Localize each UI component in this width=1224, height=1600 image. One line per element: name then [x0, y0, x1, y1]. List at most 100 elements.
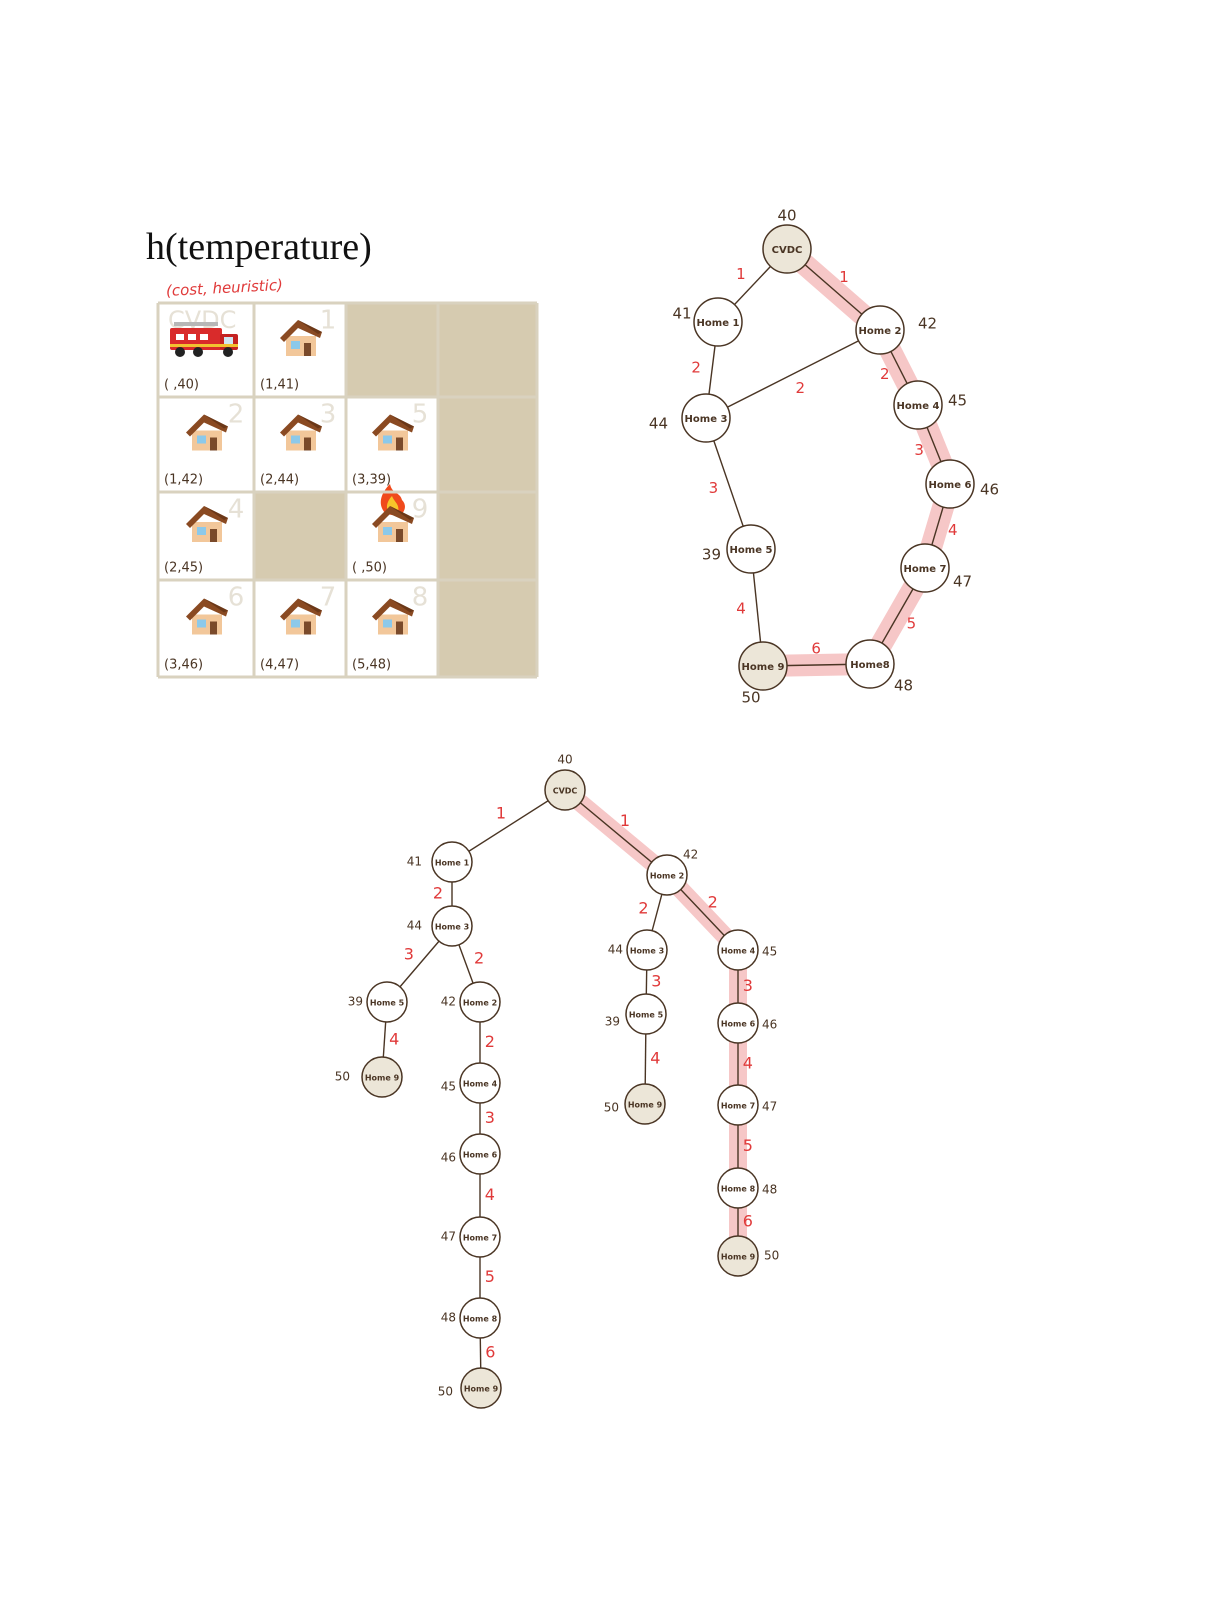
node-circle: [925, 459, 975, 509]
node-circle: [762, 224, 812, 274]
node-heuristic: 44: [649, 415, 668, 433]
node-label: Home 7: [904, 564, 947, 575]
node-heuristic: 45: [441, 1080, 456, 1094]
house-icon: [186, 506, 228, 542]
grid-cell: 4 (2,45): [158, 492, 254, 580]
node-heuristic: 48: [762, 1183, 777, 1197]
node-circle: [366, 981, 408, 1023]
node-circle: [681, 393, 731, 443]
graph-node: Home 141: [407, 841, 473, 883]
node-label: Home 7: [721, 1102, 755, 1111]
cell-label: (3,39): [352, 473, 391, 488]
blocked-cell: [438, 580, 537, 677]
node-label: CVDC: [553, 787, 578, 796]
node-label: Home 9: [742, 662, 785, 673]
grid-cell: 3(2,44): [254, 397, 346, 492]
grid-cell: 9( ,50): [346, 484, 438, 580]
edge-cost: 4: [736, 600, 746, 618]
edge-cost: 4: [389, 1030, 399, 1049]
house-icon: [372, 598, 414, 635]
node-label: Home 9: [464, 1385, 499, 1394]
grid-cell: 2(1,42): [158, 397, 254, 492]
cell-label: (2,45): [164, 561, 203, 576]
node-circle: [717, 1002, 759, 1044]
blocked-cell: [438, 492, 537, 580]
edge-cost: 4: [948, 521, 958, 539]
graph-node: Home 7 47: [900, 543, 972, 593]
graph-node: Home 344: [608, 929, 668, 971]
burning-house-icon: [372, 484, 414, 542]
edge-cost: 2: [691, 359, 701, 377]
edge-cost: 6: [743, 1212, 753, 1231]
node-label: Home 6: [721, 1020, 756, 1029]
grid-cell: 6(3,46): [158, 580, 254, 677]
edge-cost: 3: [709, 479, 719, 497]
node-label: Home 3: [685, 414, 728, 425]
cell-number: 8: [412, 583, 429, 613]
graph-node: Home 344: [407, 905, 473, 947]
graph-node: Home 950: [604, 1083, 666, 1125]
node-label: Home 9: [365, 1074, 400, 1083]
edge-cost: 1: [736, 265, 746, 283]
node-heuristic: 48: [441, 1311, 456, 1325]
edge-cost: 1: [620, 811, 630, 830]
node-heuristic: 40: [557, 753, 572, 767]
grid-cell: CVDC( ,40): [158, 303, 254, 397]
node-heuristic: 41: [407, 855, 422, 869]
blocked-cell: [438, 397, 537, 492]
graph-node: Home 3 44: [649, 393, 731, 443]
grid-cell: [346, 303, 438, 397]
edge-cost: 5: [907, 614, 917, 632]
node-label: Home 5: [370, 999, 405, 1008]
edge-cost: 2: [485, 1032, 495, 1051]
grid-cell: 7(4,47): [254, 580, 346, 677]
node-heuristic: 50: [604, 1101, 619, 1115]
cell-number: 6: [228, 583, 245, 613]
edge-cost: 3: [743, 976, 753, 995]
page-title: h(temperature): [146, 226, 372, 268]
node-circle: [726, 524, 776, 574]
edge-cost: 2: [433, 884, 443, 903]
cell-number: 4: [228, 495, 245, 525]
grid-lines: [156, 301, 539, 679]
house-icon: [186, 414, 228, 451]
cell-label: ( ,50): [352, 561, 387, 576]
node-label: Home 6: [929, 480, 972, 491]
node-heuristic: 44: [608, 943, 623, 957]
grid-cell: 8(5,48): [346, 580, 438, 677]
graph-node: Home 6 46: [925, 459, 999, 509]
blocked-cell: [438, 303, 537, 397]
node-label: Home 9: [721, 1253, 756, 1262]
node-circle: [893, 380, 943, 430]
node-heuristic: 46: [980, 481, 999, 499]
fire-truck-icon: [170, 322, 238, 357]
node-circle: [717, 1167, 759, 1209]
node-circle: [459, 1062, 501, 1104]
edge-cost: 2: [474, 949, 484, 968]
node-heuristic: 39: [348, 995, 363, 1009]
node-heuristic: 46: [441, 1151, 456, 1165]
graph-node: Home 539: [702, 524, 776, 574]
node-heuristic: 47: [953, 573, 972, 591]
node-label: Home 4: [721, 947, 756, 956]
node-label: Home 8: [721, 1185, 756, 1194]
node-circle: [431, 905, 473, 947]
grid-cell: [438, 303, 537, 397]
node-heuristic: 39: [605, 1015, 620, 1029]
cell-number: 5: [412, 400, 429, 430]
edge-cost: 6: [485, 1342, 495, 1361]
node-heuristic: 42: [441, 995, 456, 1009]
node-label: Home 1: [697, 318, 740, 329]
node-label: Home8: [850, 660, 889, 671]
graph-node: Home 848: [441, 1297, 501, 1339]
graph-edge: [564, 789, 668, 876]
node-circle: [624, 1083, 666, 1125]
node-circle: [646, 854, 688, 896]
